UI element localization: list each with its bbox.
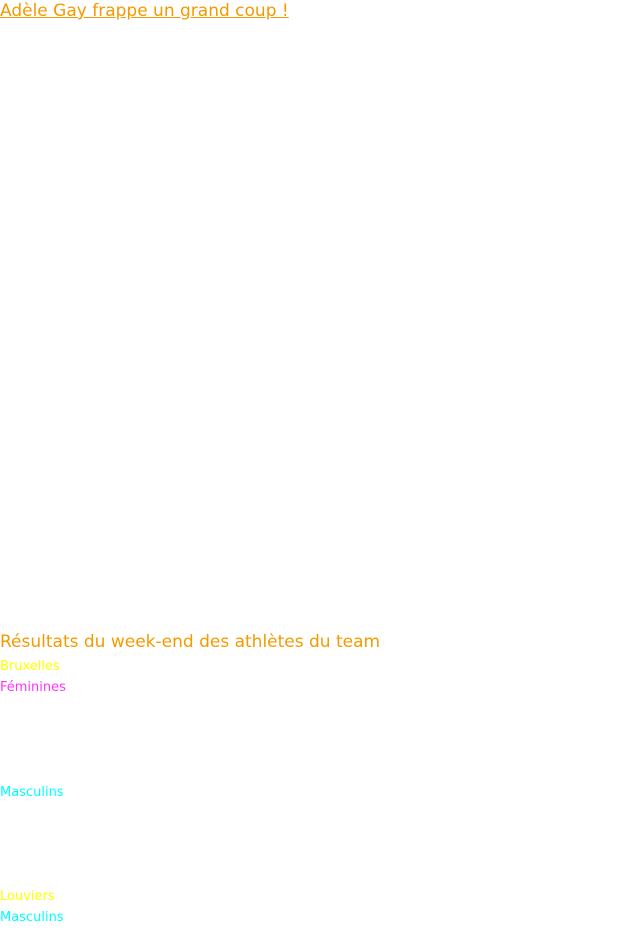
event-city-bruxelles: Bruxelles — [0, 659, 60, 674]
article-media-area — [0, 28, 632, 624]
results-section-title: Résultats du week-end des athlètes du te… — [0, 632, 381, 652]
category-feminines-bruxelles: Féminines — [0, 680, 66, 695]
category-masculins-bruxelles: Masculins — [0, 785, 64, 800]
article-headline-link[interactable]: Adèle Gay frappe un grand coup ! — [0, 1, 289, 21]
event-city-louviers: Louviers — [0, 889, 55, 904]
category-masculins-louviers: Masculins — [0, 910, 64, 925]
